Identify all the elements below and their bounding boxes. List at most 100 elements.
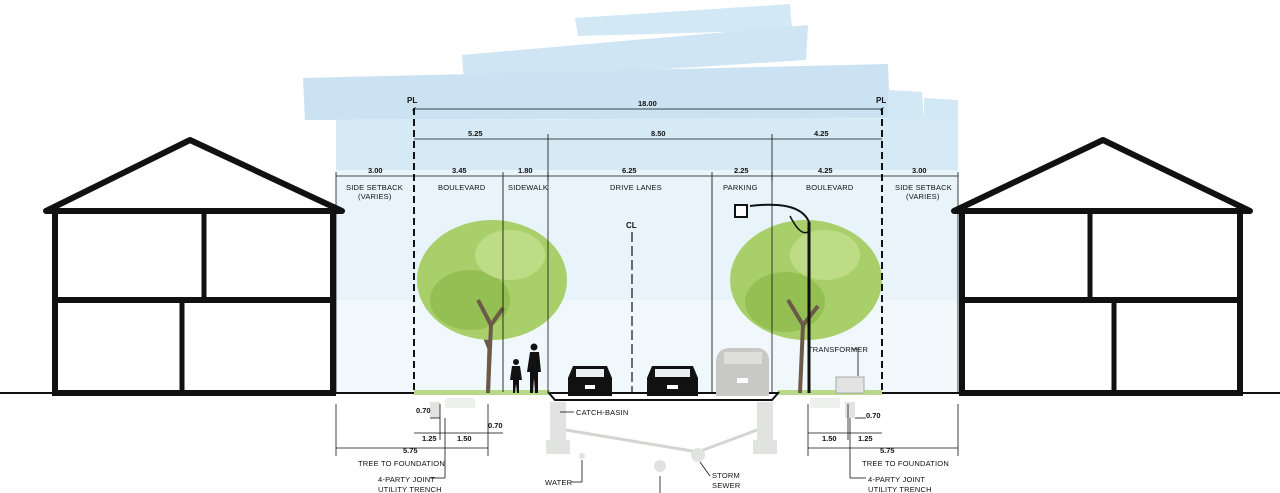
tree-canopy-light — [475, 230, 545, 280]
house-icon — [43, 137, 345, 214]
property-lines — [413, 108, 883, 393]
seg-width-6: 3.00 — [912, 166, 927, 175]
seg-name-2: SIDEWALK — [508, 183, 548, 192]
br-trench-2: UTILITY TRENCH — [868, 485, 932, 493]
bl-d070b: 0.70 — [488, 421, 503, 430]
bl-d125: 1.25 — [422, 434, 437, 443]
below-dimensions-left — [335, 404, 503, 479]
transformer-label: TRANSFORMER — [808, 345, 869, 354]
storm-leader — [699, 461, 711, 477]
storm-sewer-label-1: STORM — [712, 471, 740, 480]
seg-name-0b: (VARIES) — [358, 192, 392, 201]
tree-right — [730, 220, 882, 394]
catch-basin-left-base — [546, 440, 570, 454]
tree-trunk-top — [476, 299, 505, 394]
house-left — [43, 137, 345, 396]
sky-band-6 — [336, 118, 958, 180]
house-right — [951, 137, 1253, 396]
tree-canopy-shade — [745, 272, 825, 332]
house-icon — [951, 137, 1253, 214]
grass-left — [414, 390, 550, 395]
br-trench-1: 4-PARTY JOINT — [868, 475, 925, 484]
seg-name-1: BOULEVARD — [438, 183, 486, 192]
seg-name-3: DRIVE LANES — [610, 183, 662, 192]
dim-total: 18.00 — [638, 99, 657, 108]
dim-right: 4.25 — [814, 129, 829, 138]
streetlight-icon — [734, 203, 811, 393]
below-dimensions-right — [807, 404, 959, 479]
bl-d150: 1.50 — [457, 434, 472, 443]
transformer-box-icon — [835, 376, 865, 394]
seg-name-6: SIDE SETBACK — [895, 183, 952, 192]
sky-band-4 — [888, 90, 924, 120]
sky-band-5 — [924, 98, 958, 124]
streetlight-arm — [749, 203, 810, 223]
trench-left — [430, 402, 440, 418]
bl-trench-2: UTILITY TRENCH — [378, 485, 442, 493]
sky-band-2 — [462, 25, 808, 82]
pl-right-label: PL — [876, 96, 886, 105]
pedestrian-adult-head — [530, 343, 538, 351]
storm-sewer-pipe — [691, 448, 705, 462]
van-parked — [716, 348, 769, 396]
sky-band-1 — [575, 4, 792, 36]
pl-left-label: PL — [407, 96, 417, 105]
grass-right — [778, 390, 882, 395]
underground-utilities — [430, 398, 855, 493]
pedestrian-adult-body — [527, 352, 541, 393]
br-d125: 1.25 — [858, 434, 873, 443]
trench-right-2 — [810, 398, 840, 408]
seg-width-3: 6.25 — [622, 166, 637, 175]
car-right-plate — [667, 385, 678, 389]
tree-canopy-shade — [430, 270, 510, 330]
sky-band-3 — [303, 64, 890, 120]
br-d575: 5.75 — [880, 446, 895, 455]
van-plate — [737, 378, 748, 383]
pedestrian-child-head — [513, 359, 519, 365]
car-right-windshield — [655, 369, 690, 377]
car-left-windshield — [576, 369, 604, 377]
streetlight-lamp — [734, 204, 748, 218]
bl-tree-to-foundation: TREE TO FOUNDATION — [358, 459, 445, 468]
seg-name-4: PARKING — [723, 183, 758, 192]
dim-left: 5.25 — [468, 129, 483, 138]
bl-trench-1: 4-PARTY JOINT — [378, 475, 435, 484]
pedestrian-child-body — [510, 366, 522, 393]
pedestrian-icon — [510, 343, 541, 393]
tree-canopy-light — [790, 230, 860, 280]
catch-basin-right-base — [753, 440, 777, 454]
br-tree-to-foundation: TREE TO FOUNDATION — [862, 459, 949, 468]
dim-center: 8.50 — [651, 129, 666, 138]
trench-right — [845, 402, 855, 418]
car-right — [647, 366, 698, 396]
road-surface — [547, 391, 780, 401]
seg-name-0: SIDE SETBACK — [346, 183, 403, 192]
seg-width-2: 1.80 — [518, 166, 533, 175]
tree-left — [417, 220, 567, 394]
seg-width-0: 3.00 — [368, 166, 383, 175]
centerline-label: CL — [626, 221, 637, 230]
trench-left-2 — [445, 398, 475, 408]
storm-sewer-label-2: SEWER — [712, 481, 741, 490]
br-d070: 0.70 — [866, 411, 881, 420]
seg-width-4: 2.25 — [734, 166, 749, 175]
bl-d575: 5.75 — [403, 446, 418, 455]
streetlight-curl — [789, 215, 809, 234]
car-left — [568, 366, 612, 396]
sky-background — [303, 4, 958, 392]
transformer: TRANSFORMER — [808, 345, 869, 394]
storm-pipe — [565, 428, 758, 454]
bl-d070a: 0.70 — [416, 406, 431, 415]
seg-name-6b: (VARIES) — [906, 192, 940, 201]
seg-name-5: BOULEVARD — [806, 183, 854, 192]
seg-width-5: 4.25 — [818, 166, 833, 175]
van-window — [724, 352, 762, 364]
water-label: WATER — [545, 478, 573, 487]
catch-basin-label: CATCH-BASIN — [576, 408, 628, 417]
sanitary-pipe — [654, 460, 666, 472]
car-left-plate — [585, 385, 595, 389]
seg-width-1: 3.45 — [452, 166, 467, 175]
br-d150: 1.50 — [822, 434, 837, 443]
water-pipe — [579, 453, 585, 459]
